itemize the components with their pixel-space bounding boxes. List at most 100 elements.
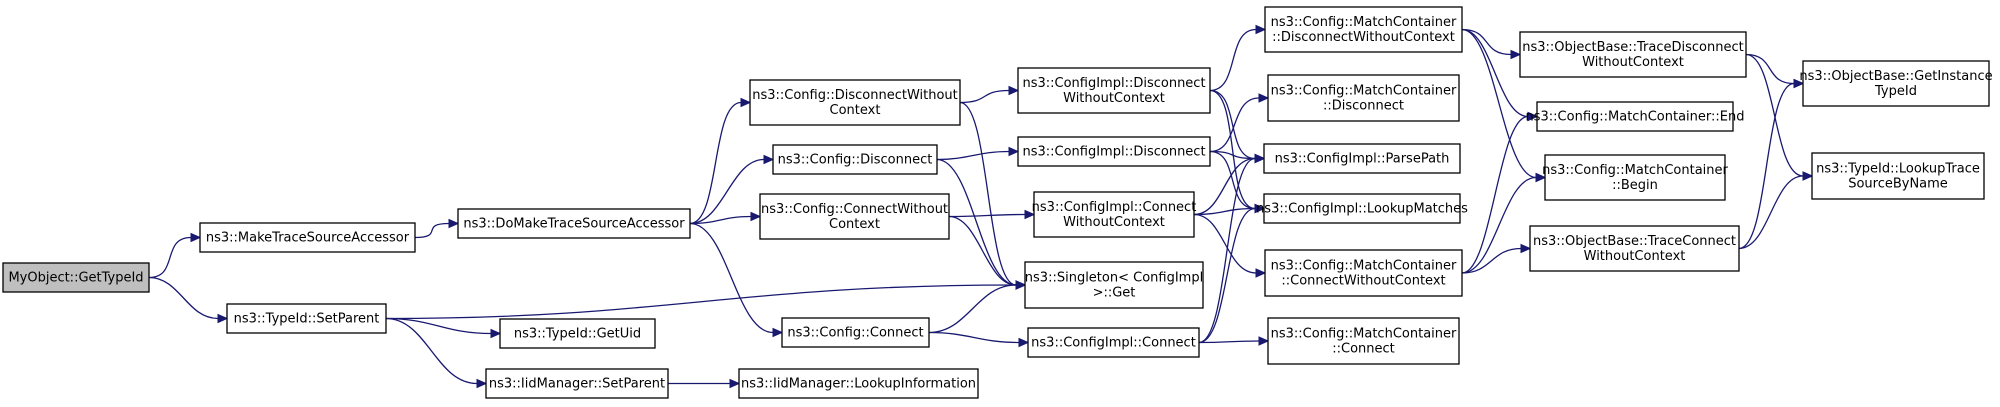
node-label-line: TypeId [1874, 84, 1917, 99]
edge-config_disconnectwithoutcontext-to-configimpl_disconnectwithoutcontext [959, 89, 1010, 104]
arrowhead-config_disconnectwithoutcontext-to-configimpl_disconnectwithoutcontext [1008, 85, 1020, 96]
node-label-line: ns3::ConfigImpl::ParsePath [1275, 152, 1450, 167]
edge-mc_disconnectwithoutcontext-to-objectbase_tracedisconnectwithoutcontext [1461, 28, 1512, 56]
node-label-line: ns3::ConfigImpl::Disconnect [1022, 76, 1205, 91]
node-label-line: ns3::Config::MatchContainer [1271, 259, 1457, 274]
node-label-line: ns3::ObjectBase::GetInstance [1799, 69, 1992, 84]
arrowhead-objectbase_traceconnectwithoutcontext-to-typeid_lookuptracesourcebyname [1802, 171, 1814, 181]
arrowhead-maketracesourceaccessor-to-domaketracesourceaccessor [448, 218, 460, 229]
node-label-line: ns3::ConfigImpl::Disconnect [1022, 145, 1205, 160]
edge-mc_connectwithoutcontext-to-mc_end [1461, 115, 1529, 274]
node-config_connectwithoutcontext[interactable]: ns3::Config::ConnectWithoutContext [759, 193, 950, 240]
node-mc_connectwithoutcontext[interactable]: ns3::Config::MatchContainer::ConnectWith… [1264, 249, 1463, 297]
node-box [2, 262, 150, 293]
node-label-line: ns3::ConfigImpl::Connect [1032, 200, 1197, 215]
node-box [1024, 261, 1204, 309]
node-label-line: ns3::Singleton< ConfigImpl [1025, 271, 1203, 286]
arrowhead-domaketracesourceaccessor-to-config_connect [772, 327, 784, 338]
node-configimpl_connectwithoutcontext[interactable]: ns3::ConfigImpl::ConnectWithoutContext [1032, 191, 1197, 238]
node-configimpl_lookupmatches[interactable]: ns3::ConfigImpl::LookupMatches [1256, 193, 1468, 224]
node-box [1264, 6, 1463, 53]
node-myobject_gettypeid[interactable]: MyObject::GetTypeId [2, 262, 150, 293]
arrowhead-myobject_gettypeid-to-typeid_setparent [217, 313, 229, 324]
node-label-line: ::DisconnectWithoutContext [1272, 30, 1455, 45]
node-mc_connect[interactable]: ns3::Config::MatchContainer::Connect [1267, 317, 1460, 365]
arrowhead-domaketracesourceaccessor-to-config_disconnectwithoutcontext [740, 97, 752, 108]
node-singleton_get[interactable]: ns3::Singleton< ConfigImpl >::Get [1024, 261, 1204, 309]
edge-config_connect-to-singleton_get [928, 284, 1017, 334]
arrowhead-config_connect-to-singleton_get [1015, 280, 1027, 290]
node-mc_disconnect[interactable]: ns3::Config::MatchContainer::Disconnect [1267, 74, 1460, 122]
node-box [759, 193, 950, 240]
edge-config_connect-to-configimpl_connect [928, 331, 1020, 344]
node-box [1536, 101, 1734, 132]
node-box [1529, 225, 1740, 272]
node-box [1263, 193, 1461, 224]
edge-typeid_setparent-to-iidmanager_setparent [385, 317, 478, 385]
node-label-line: ns3::TypeId::GetUid [514, 327, 641, 342]
arrowhead-mc_connectwithoutcontext-to-mc_end [1527, 111, 1539, 122]
node-label-line: ns3::Config::Connect [787, 326, 923, 341]
node-mc_disconnectwithoutcontext[interactable]: ns3::Config::MatchContainer::DisconnectW… [1264, 6, 1463, 53]
node-objectbase_traceconnectwithoutcontext[interactable]: ns3::ObjectBase::TraceConnectWithoutCont… [1529, 225, 1740, 272]
node-configimpl_disconnect[interactable]: ns3::ConfigImpl::Disconnect [1017, 136, 1211, 167]
node-box [1033, 191, 1195, 238]
node-iidmanager_setparent[interactable]: ns3::IidManager::SetParent [485, 368, 669, 399]
node-box [1027, 327, 1200, 358]
edge-configimpl_disconnectwithoutcontext-to-configimpl_parsepath [1209, 89, 1256, 160]
node-box [1519, 31, 1747, 78]
node-box [738, 368, 979, 399]
node-box [781, 317, 930, 348]
node-configimpl_connect[interactable]: ns3::ConfigImpl::Connect [1027, 327, 1200, 358]
node-label-line: ns3::Config::MatchContainer [1271, 15, 1457, 30]
arrowhead-myobject_gettypeid-to-maketracesourceaccessor [190, 232, 202, 243]
edge-configimpl_disconnect-to-mc_disconnect [1209, 97, 1260, 153]
node-label-line: ::ConnectWithoutContext [1281, 274, 1445, 289]
edge-configimpl_disconnectwithoutcontext-to-mc_disconnectwithoutcontext [1209, 28, 1257, 92]
node-config_disconnect[interactable]: ns3::Config::Disconnect [772, 144, 938, 175]
arrowhead-configimpl_connect-to-configimpl_parsepath [1254, 153, 1266, 164]
node-config_connect[interactable]: ns3::Config::Connect [781, 317, 930, 348]
edge-mc_connectwithoutcontext-to-mc_begin [1461, 176, 1537, 274]
node-config_disconnectwithoutcontext[interactable]: ns3::Config::DisconnectWithoutContext [749, 79, 961, 126]
edge-configimpl_connect-to-configimpl_parsepath [1198, 157, 1256, 344]
node-configimpl_disconnectwithoutcontext[interactable]: ns3::ConfigImpl::DisconnectWithoutContex… [1017, 67, 1211, 114]
edge-myobject_gettypeid-to-maketracesourceaccessor [148, 236, 192, 279]
arrowhead-typeid_setparent-to-typeid_getuid [490, 328, 502, 339]
node-iidmanager_lookupinformation[interactable]: ns3::IidManager::LookupInformation [738, 368, 979, 399]
arrowhead-config_disconnect-to-configimpl_disconnect [1008, 146, 1020, 157]
node-label-line: WithoutContext [1063, 215, 1165, 230]
node-label-line: ::Connect [1332, 342, 1395, 357]
node-box [1017, 136, 1211, 167]
node-box [199, 222, 416, 253]
node-typeid_setparent[interactable]: ns3::TypeId::SetParent [226, 303, 387, 334]
node-label-line: Context [829, 217, 880, 232]
arrowhead-domaketracesourceaccessor-to-config_connectwithoutcontext [750, 211, 762, 222]
node-mc_begin[interactable]: ns3::Config::MatchContainer::Begin [1542, 154, 1729, 201]
node-label-line: WithoutContext [1582, 55, 1684, 70]
node-typeid_getuid[interactable]: ns3::TypeId::GetUid [499, 318, 656, 349]
edge-configimpl_connect-to-mc_connect [1198, 340, 1260, 344]
node-maketracesourceaccessor[interactable]: ns3::MakeTraceSourceAccessor [199, 222, 416, 253]
node-domaketracesourceaccessor[interactable]: ns3::DoMakeTraceSourceAccessor [457, 208, 691, 239]
node-box [1264, 249, 1463, 297]
node-label-line: ns3::DoMakeTraceSourceAccessor [463, 217, 685, 232]
node-label-line: ns3::ObjectBase::TraceConnect [1533, 234, 1736, 249]
node-mc_end[interactable]: ns3::Config::MatchContainer::End [1526, 101, 1745, 132]
node-configimpl_parsepath[interactable]: ns3::ConfigImpl::ParsePath [1263, 143, 1461, 174]
node-box [457, 208, 691, 239]
node-objectbase_tracedisconnectwithoutcontext[interactable]: ns3::ObjectBase::TraceDisconnectWithoutC… [1519, 31, 1747, 78]
node-label-line: ns3::Config::MatchContainer [1271, 84, 1457, 99]
arrowhead-mc_connectwithoutcontext-to-objectbase_traceconnectwithoutcontext [1520, 243, 1532, 254]
node-label-line: ::Disconnect [1323, 99, 1404, 114]
edge-configimpl_disconnectwithoutcontext-to-configimpl_lookupmatches [1209, 89, 1256, 210]
arrowhead-iidmanager_setparent-to-iidmanager_lookupinformation [729, 378, 741, 389]
arrowhead-configimpl_disconnectwithoutcontext-to-mc_disconnectwithoutcontext [1255, 24, 1267, 35]
node-label-line: ::Begin [1612, 178, 1658, 193]
node-label-line: ns3::Config::MatchContainer::End [1526, 110, 1745, 125]
edge-domaketracesourceaccessor-to-config_connect [689, 222, 774, 334]
edge-objectbase_traceconnectwithoutcontext-to-typeid_lookuptracesourcebyname [1738, 175, 1804, 250]
edge-configimpl_connectwithoutcontext-to-configimpl_lookupmatches [1193, 207, 1256, 216]
